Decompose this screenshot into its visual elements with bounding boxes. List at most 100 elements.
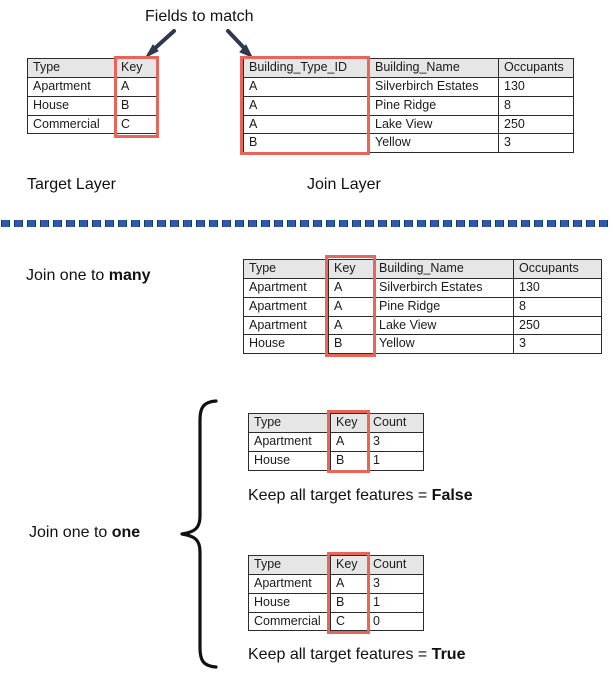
cell-key: A <box>330 432 368 452</box>
cell-occupants: 3 <box>498 133 574 153</box>
one-to-many-table-wrap: Type Key Building_Name Occupants Apartme… <box>243 255 602 357</box>
cell-building-type-id: B <box>243 133 370 153</box>
table-header-row: Type Key Count <box>248 555 424 575</box>
cell-key: C <box>330 611 368 632</box>
fields-to-match-label: Fields to match <box>145 8 254 25</box>
cell-type: Apartment <box>248 574 331 594</box>
keep-all-false-value: False <box>431 487 473 504</box>
column-header: Count <box>367 555 424 575</box>
column-header: Count <box>367 413 424 433</box>
cell-key: A <box>330 574 368 594</box>
table-row: House B <box>27 95 158 116</box>
cell-occupants: 250 <box>498 114 574 135</box>
cell-type: Commercial <box>248 611 331 632</box>
table-header-row: Type Key Building_Name Occupants <box>243 259 602 279</box>
table-row: Apartment A <box>27 77 158 97</box>
table-row: House B 1 <box>248 592 424 613</box>
join-one-to-many-label: Join one to many <box>26 266 151 285</box>
cell-building-type-id: A <box>243 114 370 135</box>
cell-count: 0 <box>367 611 424 632</box>
cell-type: House <box>243 334 329 354</box>
table-row: Apartment A Pine Ridge 8 <box>243 296 602 317</box>
keep-all-false-prefix: Keep all target features = <box>248 487 432 504</box>
cell-type: House <box>248 592 331 613</box>
cell-building-name: Pine Ridge <box>373 296 514 317</box>
cell-key: A <box>328 278 374 298</box>
table-row: Commercial C <box>27 114 158 135</box>
cell-type: Commercial <box>27 114 116 135</box>
table-row: Apartment A Silverbirch Estates 130 <box>243 278 602 298</box>
keep-all-true-prefix: Keep all target features = <box>248 646 432 663</box>
column-header: Key <box>328 259 374 279</box>
cell-type: House <box>27 95 116 116</box>
table-row: House B 1 <box>248 450 424 471</box>
join-one-to-many-label-bold: many <box>108 267 151 284</box>
cell-building-type-id: A <box>243 77 370 97</box>
cell-key: A <box>328 315 374 336</box>
section-divider <box>0 220 613 227</box>
cell-type: House <box>248 450 331 471</box>
keep-all-true-caption: Keep all target features = True <box>248 645 465 664</box>
cell-occupants: 3 <box>513 334 602 354</box>
cell-key: A <box>328 296 374 317</box>
target-layer-table: Type Key Apartment A House B Commercial … <box>27 58 158 135</box>
arrow-to-target-key-icon <box>144 29 176 59</box>
one-to-many-table: Type Key Building_Name Occupants Apartme… <box>243 259 602 354</box>
column-header: Building_Name <box>369 58 499 78</box>
join-one-to-one-label-prefix: Join one to <box>29 524 112 541</box>
join-one-to-one-brace-icon <box>180 399 218 669</box>
target-layer-table-wrap: Type Key Apartment A House B Commercial … <box>27 56 159 138</box>
table-header-row: Building_Type_ID Building_Name Occupants <box>243 58 574 78</box>
cell-type: Apartment <box>243 278 329 298</box>
arrow-to-join-key-icon <box>226 29 254 58</box>
column-header: Key <box>330 413 368 433</box>
table-row: A Silverbirch Estates 130 <box>243 77 574 97</box>
cell-occupants: 130 <box>498 77 574 97</box>
cell-key: B <box>115 95 158 116</box>
column-header: Type <box>243 259 329 279</box>
one-to-one-false-table: Type Key Count Apartment A 3 House B 1 <box>248 413 424 471</box>
cell-key: C <box>115 114 158 135</box>
table-row: B Yellow 3 <box>243 133 574 153</box>
one-to-one-false-table-wrap: Type Key Count Apartment A 3 House B 1 <box>248 410 424 473</box>
table-row: A Pine Ridge 8 <box>243 95 574 116</box>
cell-building-name: Lake View <box>373 315 514 336</box>
cell-type: Apartment <box>248 432 331 452</box>
column-header: Type <box>248 413 331 433</box>
column-header: Building_Type_ID <box>243 58 370 78</box>
cell-occupants: 8 <box>513 296 602 317</box>
join-one-to-many-label-prefix: Join one to <box>26 267 109 284</box>
column-header: Building_Name <box>373 259 514 279</box>
table-row: A Lake View 250 <box>243 114 574 135</box>
one-to-one-true-table: Type Key Count Apartment A 3 House B 1 C… <box>248 555 424 632</box>
join-layer-table: Building_Type_ID Building_Name Occupants… <box>243 58 574 153</box>
cell-building-name: Lake View <box>369 114 499 135</box>
cell-building-name: Pine Ridge <box>369 95 499 116</box>
join-layer-caption: Join Layer <box>307 176 381 193</box>
target-layer-caption: Target Layer <box>27 176 116 193</box>
cell-key: B <box>330 450 368 471</box>
column-header: Type <box>248 555 331 575</box>
cell-building-name: Silverbirch Estates <box>369 77 499 97</box>
table-row: Commercial C 0 <box>248 611 424 632</box>
one-to-one-true-table-wrap: Type Key Count Apartment A 3 House B 1 C… <box>248 552 424 634</box>
cell-count: 3 <box>367 432 424 452</box>
join-one-to-one-label: Join one to one <box>29 523 140 542</box>
cell-count: 1 <box>367 592 424 613</box>
join-layer-table-wrap: Building_Type_ID Building_Name Occupants… <box>240 56 574 155</box>
table-row: House B Yellow 3 <box>243 334 602 354</box>
cell-key: A <box>115 77 158 97</box>
table-row: Apartment A Lake View 250 <box>243 315 602 336</box>
keep-all-true-value: True <box>431 646 466 663</box>
cell-key: B <box>328 334 374 354</box>
cell-occupants: 250 <box>513 315 602 336</box>
column-header: Key <box>115 58 158 78</box>
column-header: Type <box>27 58 116 78</box>
cell-building-name: Yellow <box>369 133 499 153</box>
cell-count: 3 <box>367 574 424 594</box>
column-header: Occupants <box>498 58 574 78</box>
table-row: Apartment A 3 <box>248 574 424 594</box>
cell-count: 1 <box>367 450 424 471</box>
table-row: Apartment A 3 <box>248 432 424 452</box>
cell-building-type-id: A <box>243 95 370 116</box>
